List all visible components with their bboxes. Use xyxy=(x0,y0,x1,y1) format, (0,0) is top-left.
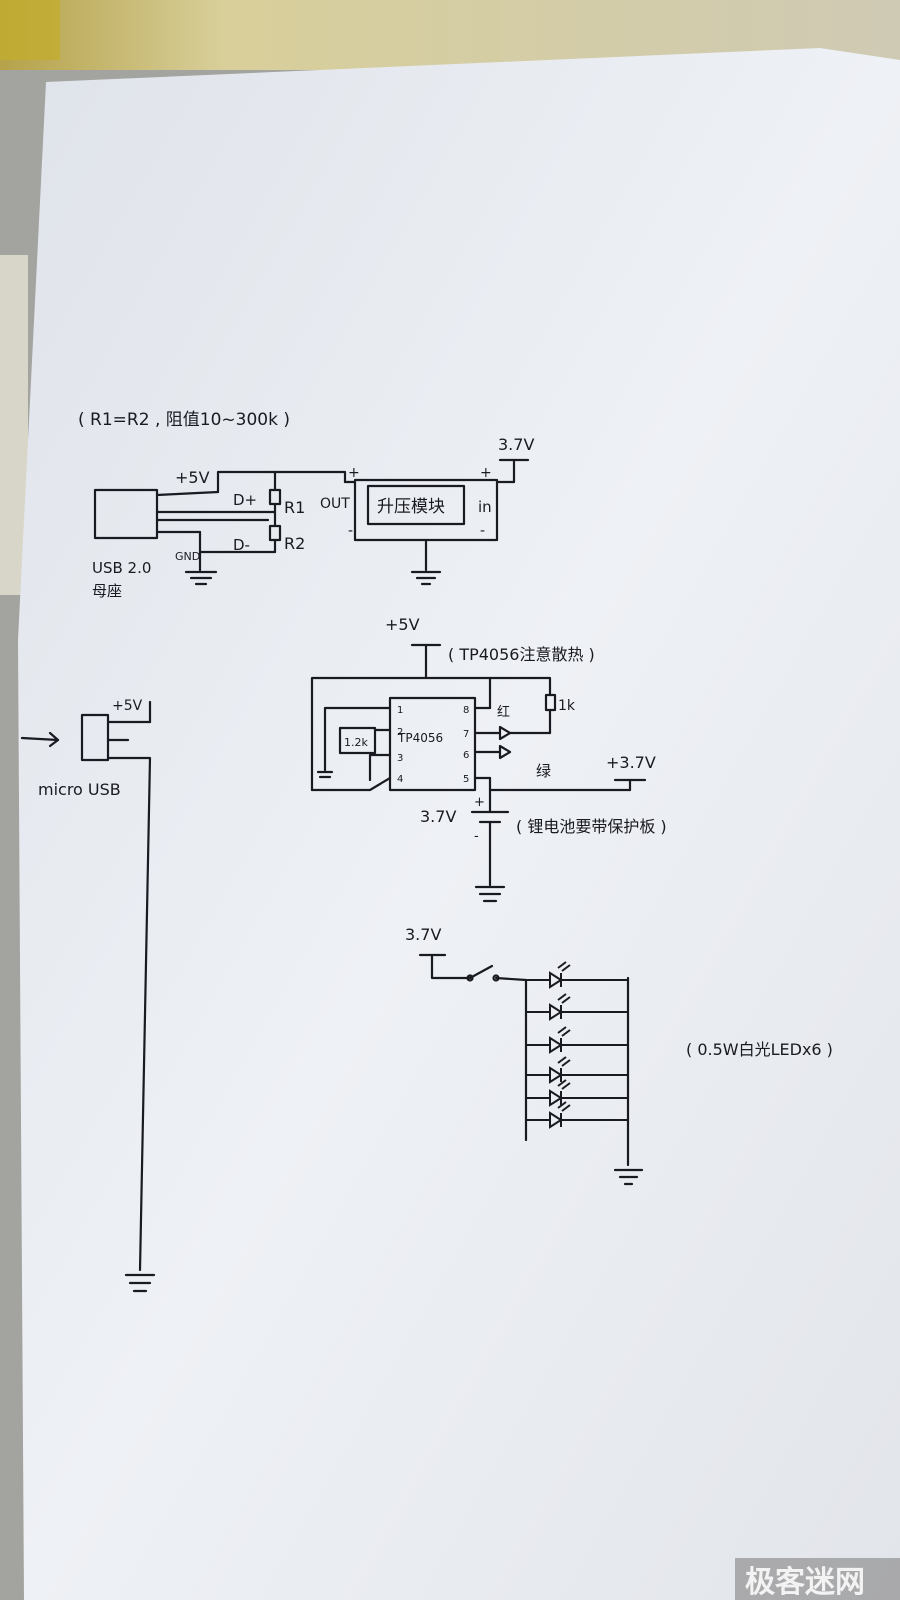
pin-4: 4 xyxy=(397,774,403,785)
micro-usb-body xyxy=(80,713,110,762)
tp4056-chip xyxy=(388,696,477,792)
boost-v37-label: 3.7V xyxy=(498,435,534,454)
resistor-note: ( R1=R2 , 阻值10~300k ) xyxy=(78,410,290,430)
tp4056-chip-label: TP4056 xyxy=(397,731,443,745)
usb-socket-body xyxy=(93,488,159,540)
led-red-label: 红 xyxy=(497,704,510,720)
battery-note: ( 锂电池要带保护板 ) xyxy=(516,817,667,836)
led-4 xyxy=(526,1056,628,1084)
led-2 xyxy=(526,993,628,1021)
out-plus-label: + xyxy=(348,465,360,481)
battery-voltage-label: 3.7V xyxy=(420,807,456,826)
watermark-bg xyxy=(735,1558,900,1600)
boost-module-label: 升压模块 xyxy=(377,497,445,517)
res-1k-label: 1k xyxy=(558,698,576,714)
resistor-1p2k xyxy=(338,726,377,755)
d-plus-label: D+ xyxy=(233,491,257,509)
yellow-corner xyxy=(0,0,60,60)
r1-label: R1 xyxy=(284,498,305,517)
led-v37-label: 3.7V xyxy=(405,925,441,944)
out-label: OUT xyxy=(320,496,350,512)
watermark-text: 极客迷网 xyxy=(745,1565,865,1600)
micro-usb-label: micro USB xyxy=(38,780,121,799)
gnd-label: GND xyxy=(175,550,200,563)
led-note: ( 0.5W白光LEDx6 ) xyxy=(686,1040,833,1059)
led-5 xyxy=(526,1079,628,1107)
boost-module-inner xyxy=(366,484,466,526)
paper-sheet xyxy=(18,48,900,1600)
d-minus-label: D- xyxy=(233,536,250,554)
battery-minus-label: - xyxy=(474,829,479,844)
tp4056-note: ( TP4056注意散热 ) xyxy=(448,645,595,664)
in-minus-label: - xyxy=(480,523,485,539)
led-6 xyxy=(526,1101,628,1129)
usb-label-line2: 母座 xyxy=(92,582,122,600)
pin-7: 7 xyxy=(463,729,469,740)
usb-label-line1: USB 2.0 xyxy=(92,559,151,577)
in-plus-label: + xyxy=(480,465,492,481)
ink-drawing xyxy=(20,458,647,1293)
battery-plus-label: + xyxy=(474,795,485,810)
pin-6: 6 xyxy=(463,750,469,761)
led-3 xyxy=(526,1026,628,1054)
out-minus-label: - xyxy=(348,523,353,539)
pin-1: 1 xyxy=(397,705,403,716)
micro-usb-plus5v-label: +5V xyxy=(112,698,143,714)
res-1p2k-label: 1.2k xyxy=(344,736,368,749)
in-label: in xyxy=(478,498,492,516)
charger-out-label: +3.7V xyxy=(606,753,656,772)
led-1 xyxy=(526,961,628,989)
led-green-label: 绿 xyxy=(536,762,551,780)
led-array xyxy=(526,961,628,1129)
boost-plus5v-label: +5V xyxy=(175,468,210,487)
pin-8: 8 xyxy=(463,705,469,716)
pin-3: 3 xyxy=(397,753,403,764)
r2-label: R2 xyxy=(284,534,305,553)
pin-2: 2 xyxy=(397,727,403,738)
charger-plus5v-label: +5V xyxy=(385,615,420,634)
pin-5: 5 xyxy=(463,774,469,785)
